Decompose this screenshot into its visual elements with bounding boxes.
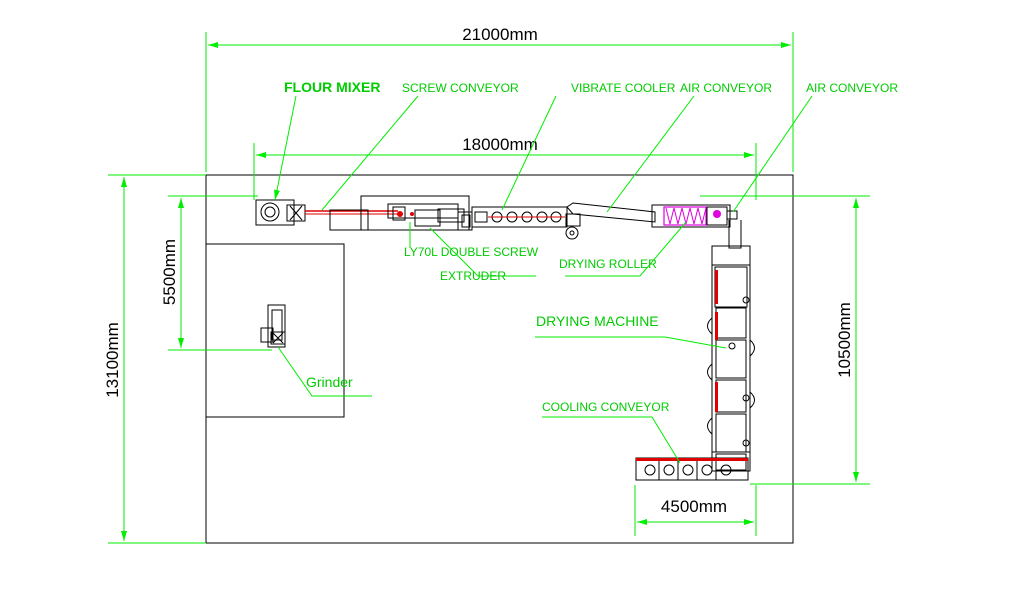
dim-line-width-text: 18000mm (462, 135, 538, 154)
dim-bottom-width: 4500mm (634, 485, 757, 536)
label-grinder: Grinder (306, 374, 353, 390)
label-cooling-conveyor: COOLING CONVEYOR (542, 400, 670, 414)
label-extruder-line1: LY70L DOUBLE SCREW (404, 245, 539, 259)
flour-mixer (255, 199, 306, 226)
dim-line-width: 18000mm (253, 135, 757, 200)
label-air-conveyor-1: AIR CONVEYOR (680, 81, 772, 95)
dim-left-height: 5500mm (160, 195, 272, 351)
dim-right-height-text: 10500mm (835, 302, 854, 378)
label-drying-roller: DRYING ROLLER (559, 257, 657, 271)
vibrate-cooler (457, 206, 568, 231)
grinder (260, 304, 286, 348)
dim-bottom-width-text: 4500mm (661, 497, 727, 516)
air-conveyor-1 (565, 202, 656, 240)
cooling-conveyor (635, 457, 749, 481)
label-vibrate-cooler: VIBRATE COOLER (571, 81, 676, 95)
drying-roller (651, 204, 731, 228)
dim-overall-width: 21000mm (205, 25, 794, 172)
grinder-room (205, 243, 345, 418)
dim-left-height-text: 5500mm (160, 239, 179, 305)
screw-conveyor (305, 210, 398, 215)
label-air-conveyor-2: AIR CONVEYOR (806, 81, 898, 95)
air-conveyor-2 (726, 210, 742, 249)
double-screw-extruder (329, 195, 470, 231)
label-drying-machine: DRYING MACHINE (536, 313, 659, 329)
dim-overall-width-text: 21000mm (462, 25, 538, 44)
leader-lines (274, 95, 813, 464)
label-extruder-line2: EXTRUDER (440, 269, 506, 283)
dim-right-height: 10500mm (700, 195, 870, 485)
dim-overall-height: 13100mm (103, 174, 206, 544)
dim-overall-height-text: 13100mm (103, 322, 122, 398)
building-outline (205, 174, 794, 544)
drying-machine (707, 245, 755, 472)
label-flour-mixer: FLOUR MIXER (284, 79, 380, 95)
label-screw-conveyor: SCREW CONVEYOR (402, 81, 519, 95)
